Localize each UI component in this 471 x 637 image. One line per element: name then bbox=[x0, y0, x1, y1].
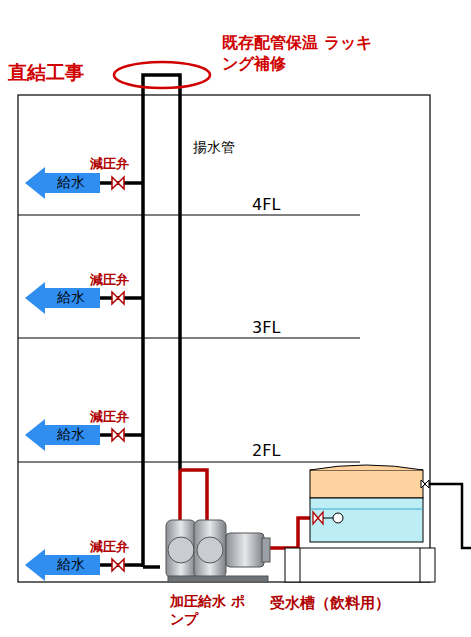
reducing-valves bbox=[112, 177, 124, 571]
supply-arrow: 給水 bbox=[25, 419, 100, 451]
water-tank bbox=[285, 465, 471, 582]
arrow-fill bbox=[25, 282, 100, 314]
supply-label: 給水 bbox=[57, 174, 85, 192]
work-title: 直結工事 bbox=[8, 60, 84, 85]
riser-pipe bbox=[100, 75, 180, 567]
pipe-label: 揚水管 bbox=[193, 138, 235, 156]
supply-label: 給水 bbox=[57, 289, 85, 307]
valve-label: 減圧弁 bbox=[90, 156, 129, 173]
repair-note: 既存配管保温 ラッキング補修 bbox=[222, 33, 372, 75]
floor-label: 3FL bbox=[252, 318, 280, 339]
arrow-fill bbox=[25, 167, 100, 199]
floor-lines bbox=[18, 215, 360, 462]
floor-label: 2FL bbox=[252, 441, 280, 462]
supply-arrow: 給水 bbox=[25, 282, 100, 314]
supply-arrow: 給水 bbox=[25, 167, 100, 199]
valve-label: 減圧弁 bbox=[90, 539, 129, 556]
floor-label: 4FL bbox=[252, 195, 280, 216]
supply-label: 給水 bbox=[57, 426, 85, 444]
arrow-fill bbox=[25, 419, 100, 451]
tank-label: 受水槽（飲料用） bbox=[270, 594, 390, 614]
valve-label: 減圧弁 bbox=[90, 272, 129, 289]
pump-label: 加圧給水 ポンプ bbox=[170, 592, 246, 628]
work-area-circle bbox=[114, 62, 210, 88]
building-outline bbox=[18, 95, 430, 582]
supply-arrow: 給水 bbox=[25, 549, 100, 581]
arrow-fill bbox=[25, 549, 100, 581]
supply-label: 給水 bbox=[57, 556, 85, 574]
booster-pumps bbox=[166, 520, 270, 582]
valve-label: 減圧弁 bbox=[90, 409, 129, 426]
